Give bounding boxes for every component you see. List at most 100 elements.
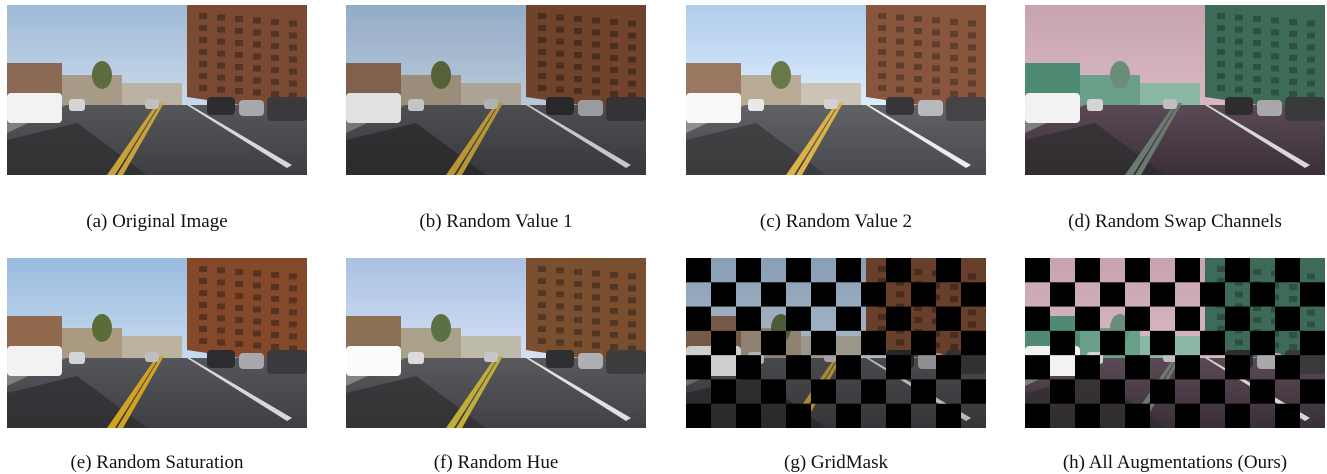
grid-mask-cell	[1200, 379, 1225, 404]
grid-mask-cell	[1025, 355, 1050, 380]
building-window	[1289, 91, 1297, 97]
grid-mask-cell	[1125, 306, 1150, 331]
grid-mask-cell	[961, 379, 986, 404]
building-window	[968, 321, 976, 328]
building-window	[896, 291, 904, 298]
building-window	[574, 16, 582, 22]
building-window	[289, 68, 297, 75]
building-window	[610, 19, 618, 25]
grid-mask-cell	[1025, 403, 1050, 428]
street-photo	[686, 5, 986, 175]
parked-car	[484, 352, 498, 362]
building-window	[538, 61, 546, 67]
building-window	[199, 13, 207, 19]
grid-mask-cell	[1025, 306, 1050, 331]
lane-line	[786, 103, 839, 175]
lane-line	[446, 356, 499, 428]
building-window	[628, 297, 636, 304]
building-window	[1271, 65, 1279, 72]
distant-building	[122, 336, 182, 358]
building-window	[271, 320, 279, 326]
building-window	[574, 329, 582, 335]
parked-car	[886, 97, 914, 115]
building-window	[289, 321, 297, 328]
building-window	[896, 14, 904, 21]
grid-mask-cell	[1050, 282, 1075, 307]
building-window	[199, 290, 207, 296]
building-window	[968, 20, 976, 27]
grid-mask-cell	[1225, 403, 1250, 428]
building-window	[199, 61, 207, 67]
building-window	[1235, 50, 1243, 57]
white-van	[346, 93, 401, 123]
building-window	[914, 76, 922, 82]
building-window	[1235, 339, 1243, 346]
building-window	[289, 285, 297, 292]
building-window	[1235, 38, 1243, 45]
building-window	[592, 342, 600, 349]
building-window	[1217, 13, 1225, 19]
building-window	[914, 317, 922, 323]
grid-mask-cell	[736, 403, 761, 428]
grid-mask-cell	[911, 330, 936, 356]
grid-mask-cell	[1050, 379, 1075, 404]
white-van	[686, 93, 741, 123]
building-window	[896, 38, 904, 45]
building-window	[235, 28, 243, 34]
building-window	[574, 269, 582, 275]
building-window	[610, 296, 618, 302]
building-window	[1307, 56, 1315, 63]
building-window	[1253, 52, 1261, 58]
building-window	[1289, 55, 1297, 61]
building-window	[556, 86, 564, 93]
shadow	[1025, 123, 1165, 175]
building-window	[1217, 314, 1225, 320]
building-window	[556, 74, 564, 81]
grid-mask-cell	[1225, 258, 1250, 283]
lane-line	[796, 103, 843, 175]
street-photo	[1025, 5, 1325, 175]
building-window	[235, 269, 243, 275]
lane-line	[526, 358, 631, 421]
building-window	[914, 16, 922, 22]
building-window	[968, 273, 976, 280]
building-window	[235, 16, 243, 22]
grid-mask-cell	[836, 403, 861, 428]
parked-car	[408, 99, 424, 111]
white-van	[7, 93, 62, 123]
building-window	[610, 43, 618, 49]
grid-mask-cell	[1275, 403, 1300, 428]
building-window	[1307, 68, 1315, 75]
tree	[1110, 61, 1130, 89]
building-window	[289, 80, 297, 87]
lane-line	[107, 356, 160, 428]
building-window	[878, 314, 886, 320]
building-window	[1271, 29, 1279, 36]
building-window	[289, 92, 297, 99]
building-window	[253, 53, 261, 60]
building-window	[914, 28, 922, 34]
parked-car	[1257, 100, 1282, 116]
building-window	[950, 31, 958, 37]
building-window	[878, 13, 886, 19]
caption: (a) Original Image	[86, 211, 228, 232]
building-window	[271, 296, 279, 302]
building-window	[538, 314, 546, 320]
building-window	[1307, 321, 1315, 328]
grid-mask-cell	[936, 306, 961, 331]
grid-mask-cell	[1150, 379, 1175, 404]
building-window	[878, 61, 886, 67]
building-window	[1253, 76, 1261, 82]
building-window	[628, 80, 636, 87]
grid-mask-cell	[1250, 330, 1275, 356]
building-window	[289, 333, 297, 340]
building-window	[592, 53, 600, 60]
parked-car	[239, 100, 264, 116]
building-window	[592, 306, 600, 313]
building-window	[968, 44, 976, 51]
building-window	[896, 74, 904, 81]
grid-mask-cell	[686, 306, 711, 331]
building-window	[1253, 88, 1261, 94]
grid-mask-cell	[936, 258, 961, 283]
building-window	[932, 41, 940, 48]
